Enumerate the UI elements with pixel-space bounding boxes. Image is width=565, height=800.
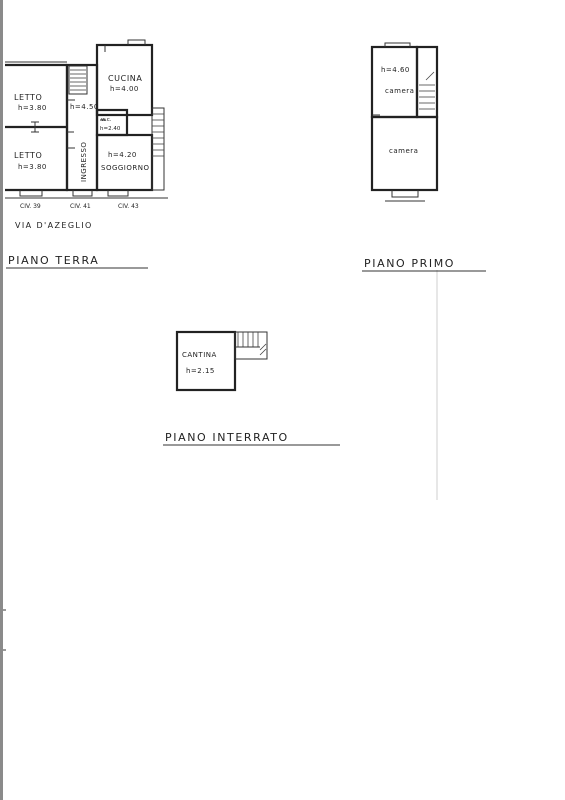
room-height-wc: h=2.40 xyxy=(100,126,121,132)
room-label-cantina: CANTINA xyxy=(182,351,217,359)
room-height-cantina: h=2.15 xyxy=(186,367,215,375)
room-height-soggiorno: h=4.20 xyxy=(108,151,137,159)
room-label-camera-top: camera xyxy=(385,87,414,95)
scan-edge xyxy=(0,0,3,800)
piano-terra-title: PIANO TERRA xyxy=(8,254,99,267)
street-label: VIA D'AZEGLIO xyxy=(15,221,93,230)
civic-number-43: CIV. 43 xyxy=(118,203,139,210)
room-height-primo-top: h=4.60 xyxy=(381,66,410,74)
piano-interrato-plan xyxy=(175,330,268,392)
room-height-cucina: h=4.00 xyxy=(110,85,139,93)
room-label-camera-bottom: camera xyxy=(389,147,418,155)
civic-number-39: CIV. 39 xyxy=(20,203,41,210)
room-label-soggiorno: SOGGIORNO xyxy=(101,164,150,172)
civic-number-41: CIV. 41 xyxy=(70,203,91,210)
room-label-letto-top: LETTO xyxy=(14,93,42,102)
room-height-letto-top: h=3.80 xyxy=(18,104,47,112)
room-label-wc: w.c. xyxy=(101,117,112,123)
room-height-ingresso: h=4.50 xyxy=(70,103,99,111)
room-label-ingresso: INGRESSO xyxy=(80,142,88,182)
piano-terra-plan xyxy=(5,39,168,199)
piano-interrato-title: PIANO INTERRATO xyxy=(165,431,289,444)
room-label-cucina: CUCINA xyxy=(108,74,142,83)
room-height-letto-bottom: h=3.80 xyxy=(18,163,47,171)
piano-primo-title: PIANO PRIMO xyxy=(364,257,455,270)
room-label-letto-bottom: LETTO xyxy=(14,151,42,160)
piano-primo-plan xyxy=(370,42,439,202)
